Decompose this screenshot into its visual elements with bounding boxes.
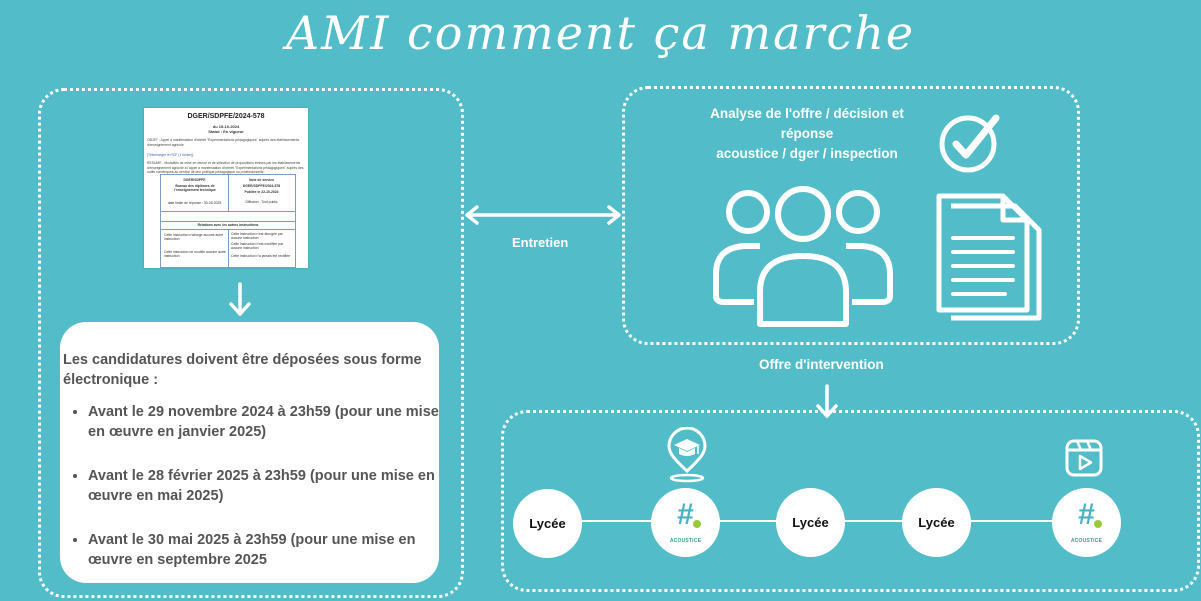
timeline-node-lycee: Lycée [776, 488, 845, 557]
table-relation-right3: Cette instruction n'a jamais été rectifi… [231, 254, 291, 258]
table-right-head2: DGER/SDPFE/2024-578 [242, 184, 281, 188]
table-relation-right2: Cette instruction n'est modifiée par auc… [231, 242, 284, 251]
document-resume: RESUME : Modalités de mise en œuvre et d… [147, 161, 304, 174]
table-right-head1: Note de service [248, 178, 275, 182]
timeline-node-lycee: Lycée [902, 488, 971, 557]
document-status: Statut : En vigueur [208, 129, 244, 134]
deadlines-list: Avant le 29 novembre 2024 à 23h59 (pour … [68, 402, 448, 594]
acoustice-logo-dot [693, 520, 701, 528]
note-de-service-document[interactable]: DGER/SDPFE/2024-578 du 15-10-2024 Statut… [144, 108, 308, 268]
analysis-box [622, 86, 1080, 345]
timeline-node-lycee: Lycée [513, 489, 582, 558]
analyse-line1: Analyse de l'offre / décision et [710, 106, 904, 121]
intervention-box [501, 410, 1200, 592]
documents-icon [936, 193, 1042, 321]
acoustice-logo-hash: # [1078, 498, 1095, 531]
timeline-node-acoustice: # ACOUSTICE [1052, 488, 1121, 557]
graduation-cap-pin-icon [667, 427, 707, 483]
table-diffusion: Diffusion : Tout public [245, 200, 278, 204]
deadline-item: Avant le 28 février 2025 à 23h59 (pour u… [88, 466, 448, 506]
checkmark-circle-icon [939, 114, 1000, 173]
document-pdf-link[interactable]: [Télécharger le PDF (1 fichier)] [147, 153, 194, 157]
table-relation-left1: Cette instruction n'abroge aucune autre … [164, 233, 224, 242]
group-people-icon [713, 186, 893, 327]
deadlines-card: Les candidatures doivent être déposées s… [60, 322, 439, 583]
arrow-down-icon [229, 282, 251, 316]
document-table: DGER/SDPFE Bureau des diplômes de l'ense… [160, 174, 296, 268]
table-relations: Relations avec les autres instructions [197, 223, 259, 227]
video-play-icon [1065, 439, 1103, 477]
deadline-item: Avant le 29 novembre 2024 à 23h59 (pour … [88, 402, 448, 442]
entretien-label: Entretien [512, 235, 569, 250]
analyse-line2: réponse [780, 126, 834, 141]
double-arrow-icon [465, 205, 621, 225]
deadline-item: Avant le 30 mai 2025 à 23h59 (pour une m… [88, 530, 448, 570]
acoustice-logo-label: ACOUSTICE [1070, 538, 1103, 544]
document-objet: OBJET : Appel à manifestation d'intérêt … [147, 138, 300, 147]
left-process-box [38, 88, 464, 598]
acoustice-logo-dot [1094, 520, 1102, 528]
analyse-label: Analyse de l'offre / décision et réponse… [694, 104, 920, 164]
document-reference: DGER/SDPFE/2024-578 [187, 113, 265, 120]
acoustice-logo-hash: # [677, 498, 694, 531]
timeline-node-acoustice: # ACOUSTICE [651, 488, 720, 557]
deadlines-intro: Les candidatures doivent être déposées s… [63, 352, 422, 388]
acoustice-logo-label: ACOUSTICE [669, 538, 702, 544]
page-title: AMI comment ça marche [285, 6, 916, 60]
offre-label: Offre d'intervention [759, 357, 884, 372]
table-date-limite: date limite de réponse : 30-05-2025 [167, 201, 222, 205]
table-left-head2: Bureau des diplômes de l'enseignement te… [174, 184, 216, 193]
analyse-line3: acoustice / dger / inspection [716, 146, 898, 161]
table-relation-right1: Cette instruction n'est abrogée par aucu… [231, 232, 283, 241]
table-right-head3: Publiée le 22-10-2024 [244, 190, 279, 194]
table-left-head1: DGER/SDPFE [183, 178, 206, 182]
document-date: du 15-10-2024 [212, 124, 240, 129]
table-relation-left2: Cette instruction ne modifie aucune autr… [164, 250, 226, 259]
